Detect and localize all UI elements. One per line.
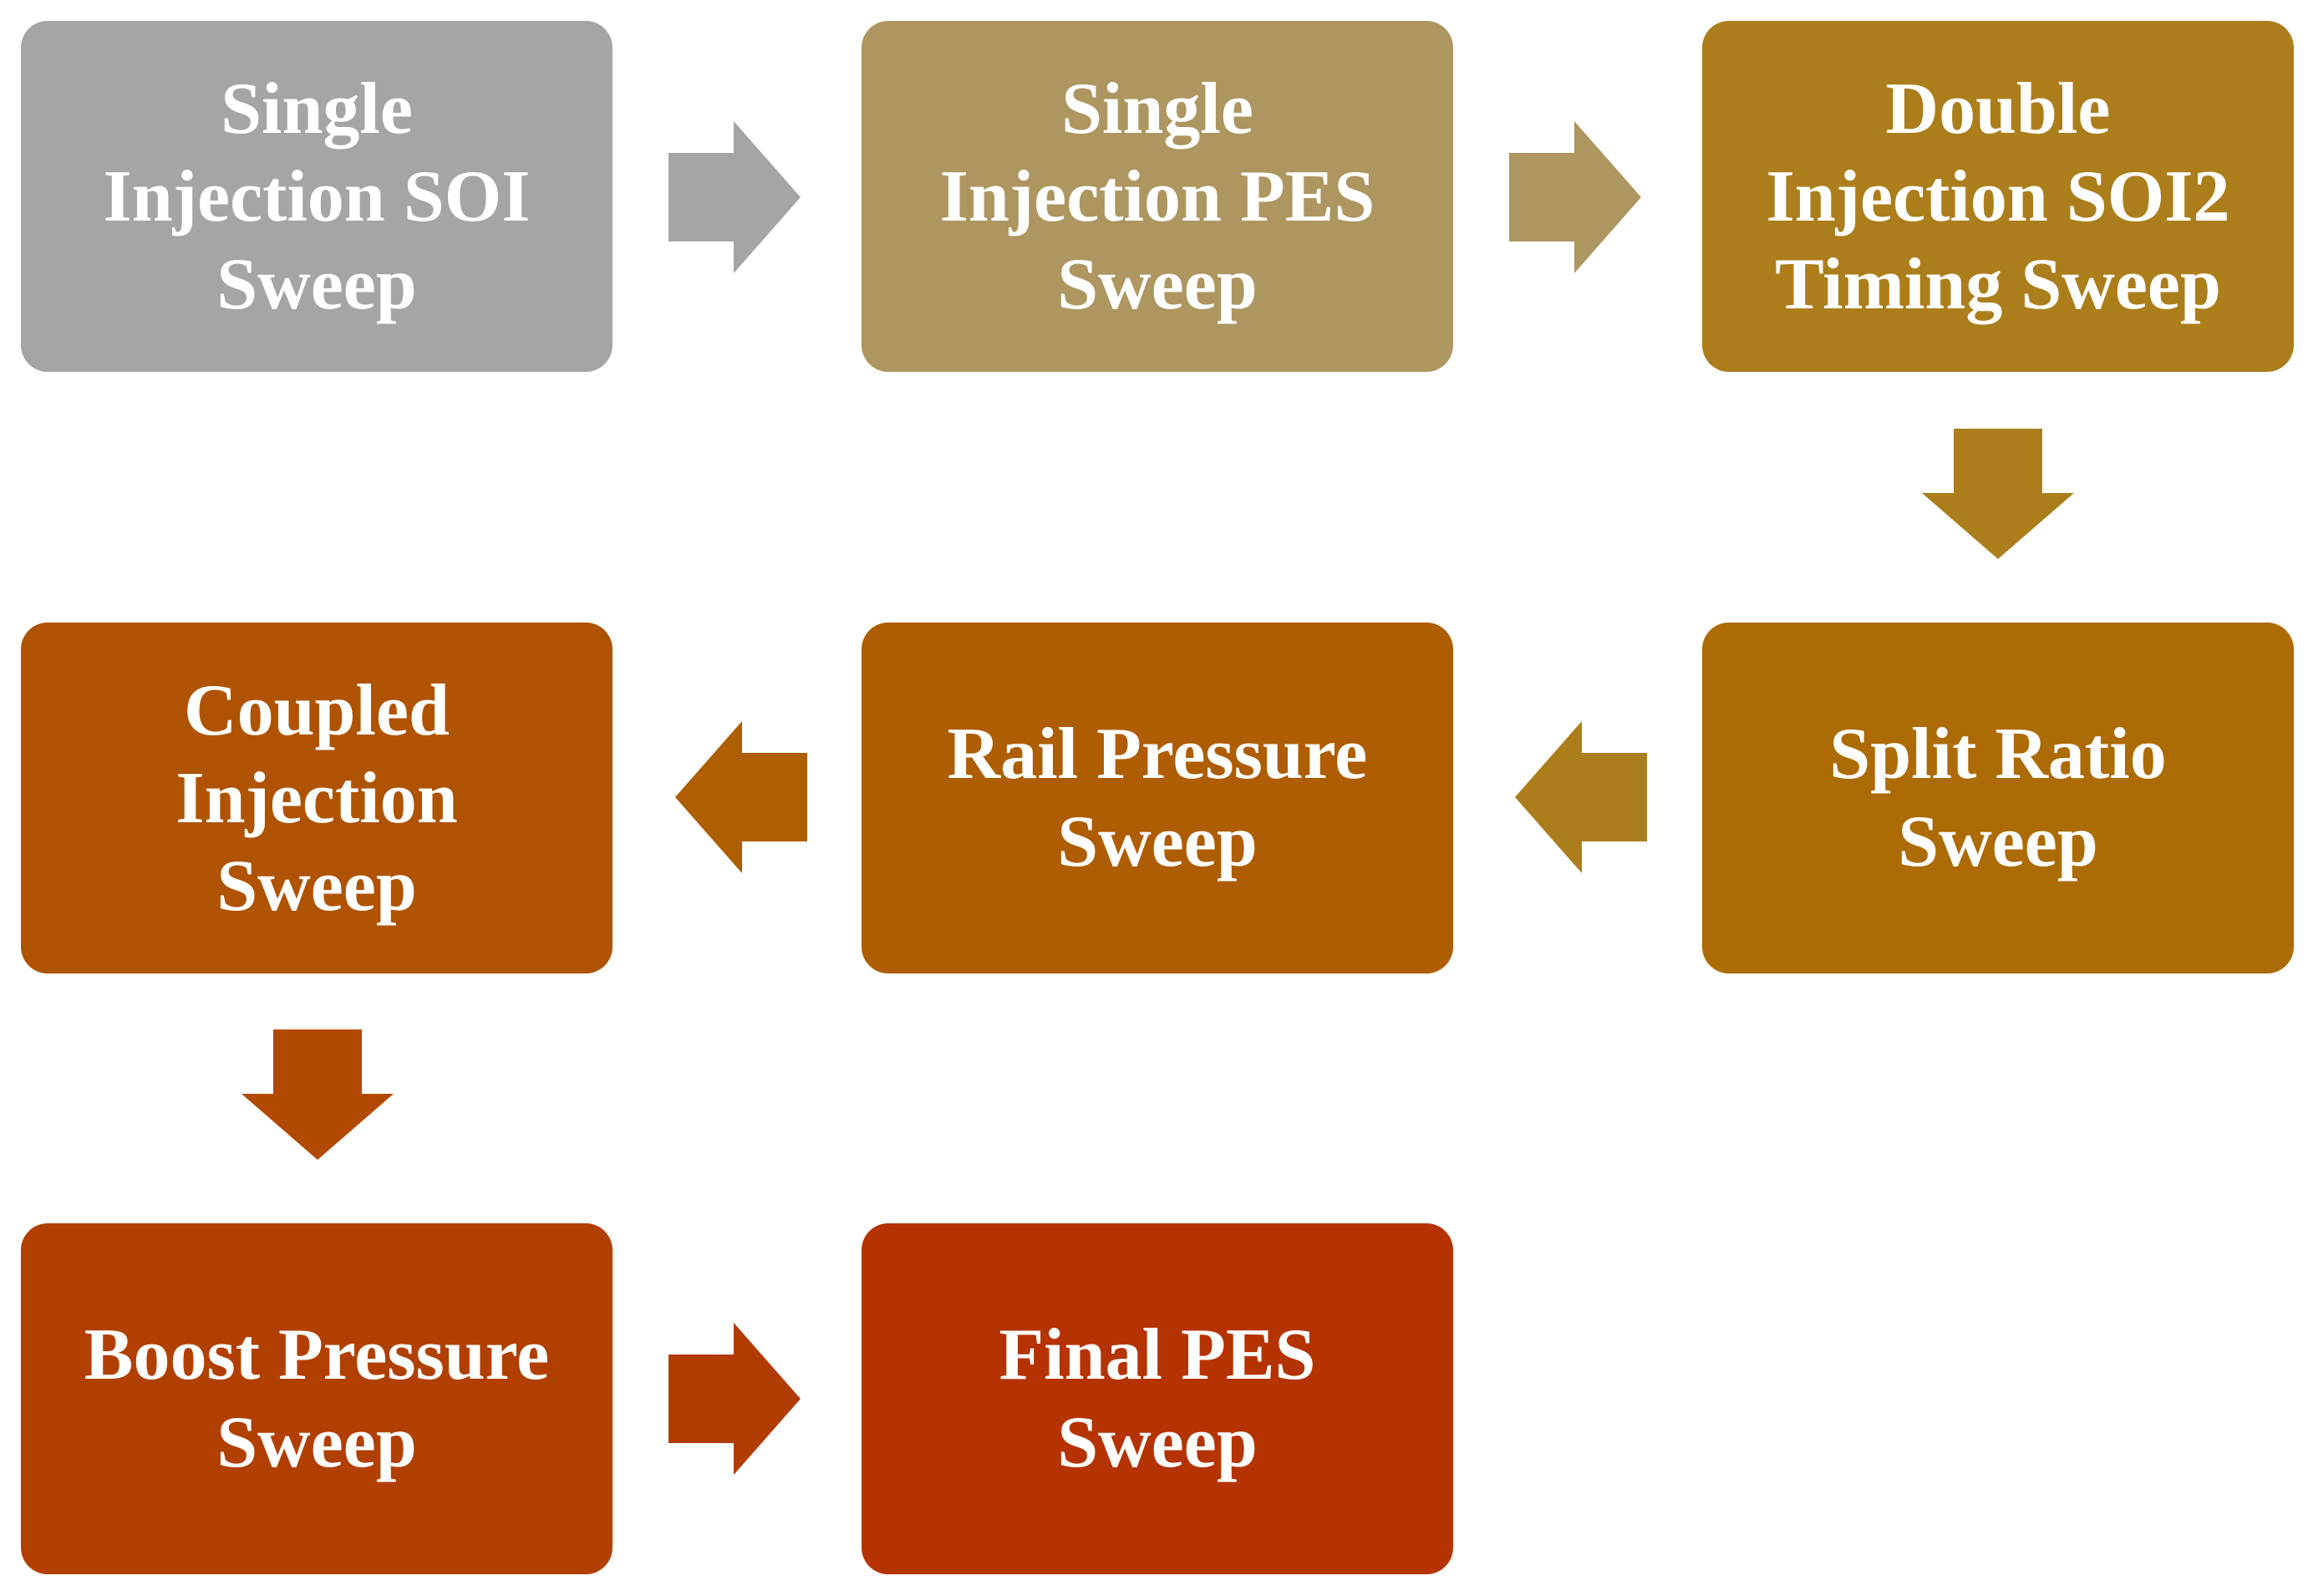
arrow-down-icon [1922,429,2074,559]
step-2-label: Single Injection PES Sweep [939,68,1375,325]
arrow-down-icon [241,1029,394,1160]
step-6-box: Coupled Injection Sweep [21,623,613,973]
step-3-label: Double Injection SOI2 Timing Sweep [1766,68,2230,325]
step-8-box: Final PES Sweep [862,1223,1453,1574]
step-1-label: Single Injection SOI Sweep [103,68,531,325]
arrow-right-icon [668,121,801,273]
arrow-left-icon [675,721,807,873]
step-3-box: Double Injection SOI2 Timing Sweep [1702,21,2294,372]
step-6-label: Coupled Injection Sweep [175,669,458,927]
step-5-box: Rail Pressure Sweep [862,623,1453,973]
step-4-box: Split Ratio Sweep [1702,623,2294,973]
arrow-left-icon [1515,721,1647,873]
step-2-box: Single Injection PES Sweep [862,21,1453,372]
arrow-right-icon [668,1323,801,1475]
step-1-box: Single Injection SOI Sweep [21,21,613,372]
step-4-label: Split Ratio Sweep [1829,714,2167,882]
step-8-label: Final PES Sweep [999,1314,1316,1483]
arrow-right-icon [1509,121,1641,273]
step-7-box: Boost Pressure Sweep [21,1223,613,1574]
step-5-label: Rail Pressure Sweep [947,714,1368,882]
step-7-label: Boost Pressure Sweep [84,1314,550,1483]
